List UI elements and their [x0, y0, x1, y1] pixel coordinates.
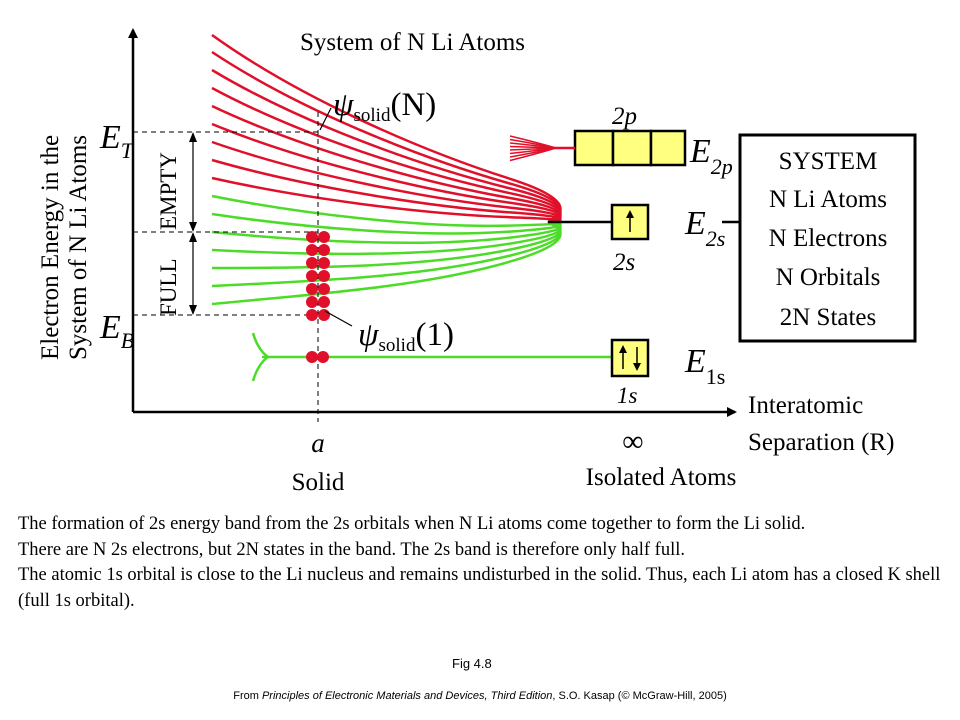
1s-split-left — [251, 332, 269, 359]
empty-band-curve-8 — [211, 176, 562, 224]
2p-box-3 — [649, 129, 687, 167]
infinity-symbol: ∞ — [622, 425, 643, 458]
e2p-label: E2p — [689, 133, 733, 179]
x-axis-label-line1: Interatomic — [748, 392, 863, 419]
empty-band-curve-2 — [211, 68, 562, 224]
electron-dot — [306, 296, 318, 308]
2p-box-2 — [611, 129, 653, 167]
system-box-orbitals: N Orbitals — [776, 264, 881, 291]
empty-band-label: EMPTY — [156, 152, 181, 230]
2s-arrowhead — [626, 210, 634, 218]
e2s-subscript: 2s — [706, 226, 726, 251]
e1s-letter: E — [684, 343, 706, 380]
eb-letter: E — [99, 309, 121, 346]
1s-electron-dot — [306, 351, 318, 363]
figure-number: Fig 4.8 — [452, 656, 492, 671]
x-axis-label-line2: Separation (R) — [748, 429, 894, 456]
source-book-title: Principles of Electronic Materials and D… — [261, 690, 553, 702]
1s-up-arrowhead — [619, 345, 627, 353]
psi-n-subscript: solid — [354, 105, 391, 126]
et-subscript: T — [121, 138, 135, 163]
system-box-electrons: N Electrons — [769, 225, 888, 252]
empty-arrow-top — [189, 132, 197, 142]
electron-dot — [306, 244, 318, 256]
empty-arrow-bottom — [189, 222, 197, 232]
figure-caption: The formation of 2s energy band from the… — [18, 512, 953, 614]
et-label: ET — [99, 119, 135, 163]
system-box-title: SYSTEM — [779, 148, 878, 175]
electron-dot — [318, 257, 330, 269]
psi-1-pointer — [324, 310, 353, 327]
psi-1-subscript: solid — [379, 335, 416, 356]
2s-label: 2s — [613, 249, 635, 276]
y-axis-label-line1: Electron Energy in the — [37, 135, 64, 360]
isolated-atoms-label: Isolated Atoms — [586, 464, 737, 491]
diagram-title: System of N Li Atoms — [300, 29, 525, 56]
electron-dot — [306, 283, 318, 295]
a-label: a — [311, 428, 325, 458]
2p-box-1 — [573, 129, 615, 167]
electron-dot — [318, 244, 330, 256]
psi-n-symbol: ψ — [333, 87, 354, 123]
electron-dot — [318, 270, 330, 282]
caption-line-2: There are N 2s electrons, but 2N states … — [18, 539, 686, 560]
source-credit: From Principles of Electronic Materials … — [0, 690, 960, 702]
caption-line-1: The formation of 2s energy band from the… — [18, 514, 806, 534]
1s-box — [610, 338, 650, 378]
solid-label: Solid — [292, 469, 345, 496]
y-axis-label: Electron Energy in the System of N Li At… — [37, 129, 92, 360]
empty-band-curves — [211, 33, 562, 224]
source-prefix: From — [233, 690, 262, 702]
1s-label: 1s — [617, 383, 638, 408]
full-arrow-bottom — [189, 305, 197, 315]
full-band-label: FULL — [156, 259, 181, 317]
electron-dot — [306, 231, 318, 243]
full-band-curve-6 — [211, 220, 562, 306]
electron-dot — [318, 296, 330, 308]
electron-dots — [306, 231, 330, 363]
e2s-letter: E — [684, 205, 706, 242]
system-box — [738, 133, 917, 343]
y-axis-label-line2: System of N Li Atoms — [65, 135, 92, 360]
psi-n-pointer — [319, 107, 332, 131]
system-box-atoms: N Li Atoms — [769, 186, 887, 213]
electron-dot — [318, 231, 330, 243]
e2p-subscript: 2p — [711, 154, 733, 179]
electron-dot — [306, 257, 318, 269]
2p-label: 2p — [612, 103, 637, 130]
psi-n-label: ψsolid(N) — [333, 87, 436, 126]
psi-1-symbol: ψ — [358, 317, 379, 353]
system-box-states: 2N States — [780, 304, 877, 331]
e2p-letter: E — [689, 133, 711, 170]
electron-dot — [306, 309, 318, 321]
psi-n-argument: (N) — [390, 87, 436, 123]
eb-label: EB — [99, 309, 134, 353]
1s-split-left-lower — [251, 355, 269, 382]
electron-dot — [318, 283, 330, 295]
psi-1-argument: (1) — [415, 317, 453, 353]
2s-box — [610, 203, 650, 241]
e1s-subscript: 1s — [706, 364, 726, 389]
psi-1-label: ψsolid(1) — [358, 317, 454, 356]
et-letter: E — [99, 119, 121, 156]
full-arrow-top — [189, 232, 197, 242]
e1s-label: E1s — [684, 343, 725, 389]
band-formation-diagram: System of N Li Atoms Electron Energy in … — [37, 28, 917, 496]
full-band-curves — [211, 194, 562, 306]
caption-line-3: The atomic 1s orbital is close to the Li… — [18, 565, 941, 611]
source-suffix: , S.O. Kasap (© McGraw-Hill, 2005) — [552, 690, 727, 702]
eb-subscript: B — [121, 328, 134, 353]
e2s-label: E2s — [684, 205, 725, 251]
electron-dot — [318, 309, 330, 321]
1s-down-arrowhead — [633, 363, 641, 371]
electron-dot — [306, 270, 318, 282]
1s-electron-dot — [317, 351, 329, 363]
